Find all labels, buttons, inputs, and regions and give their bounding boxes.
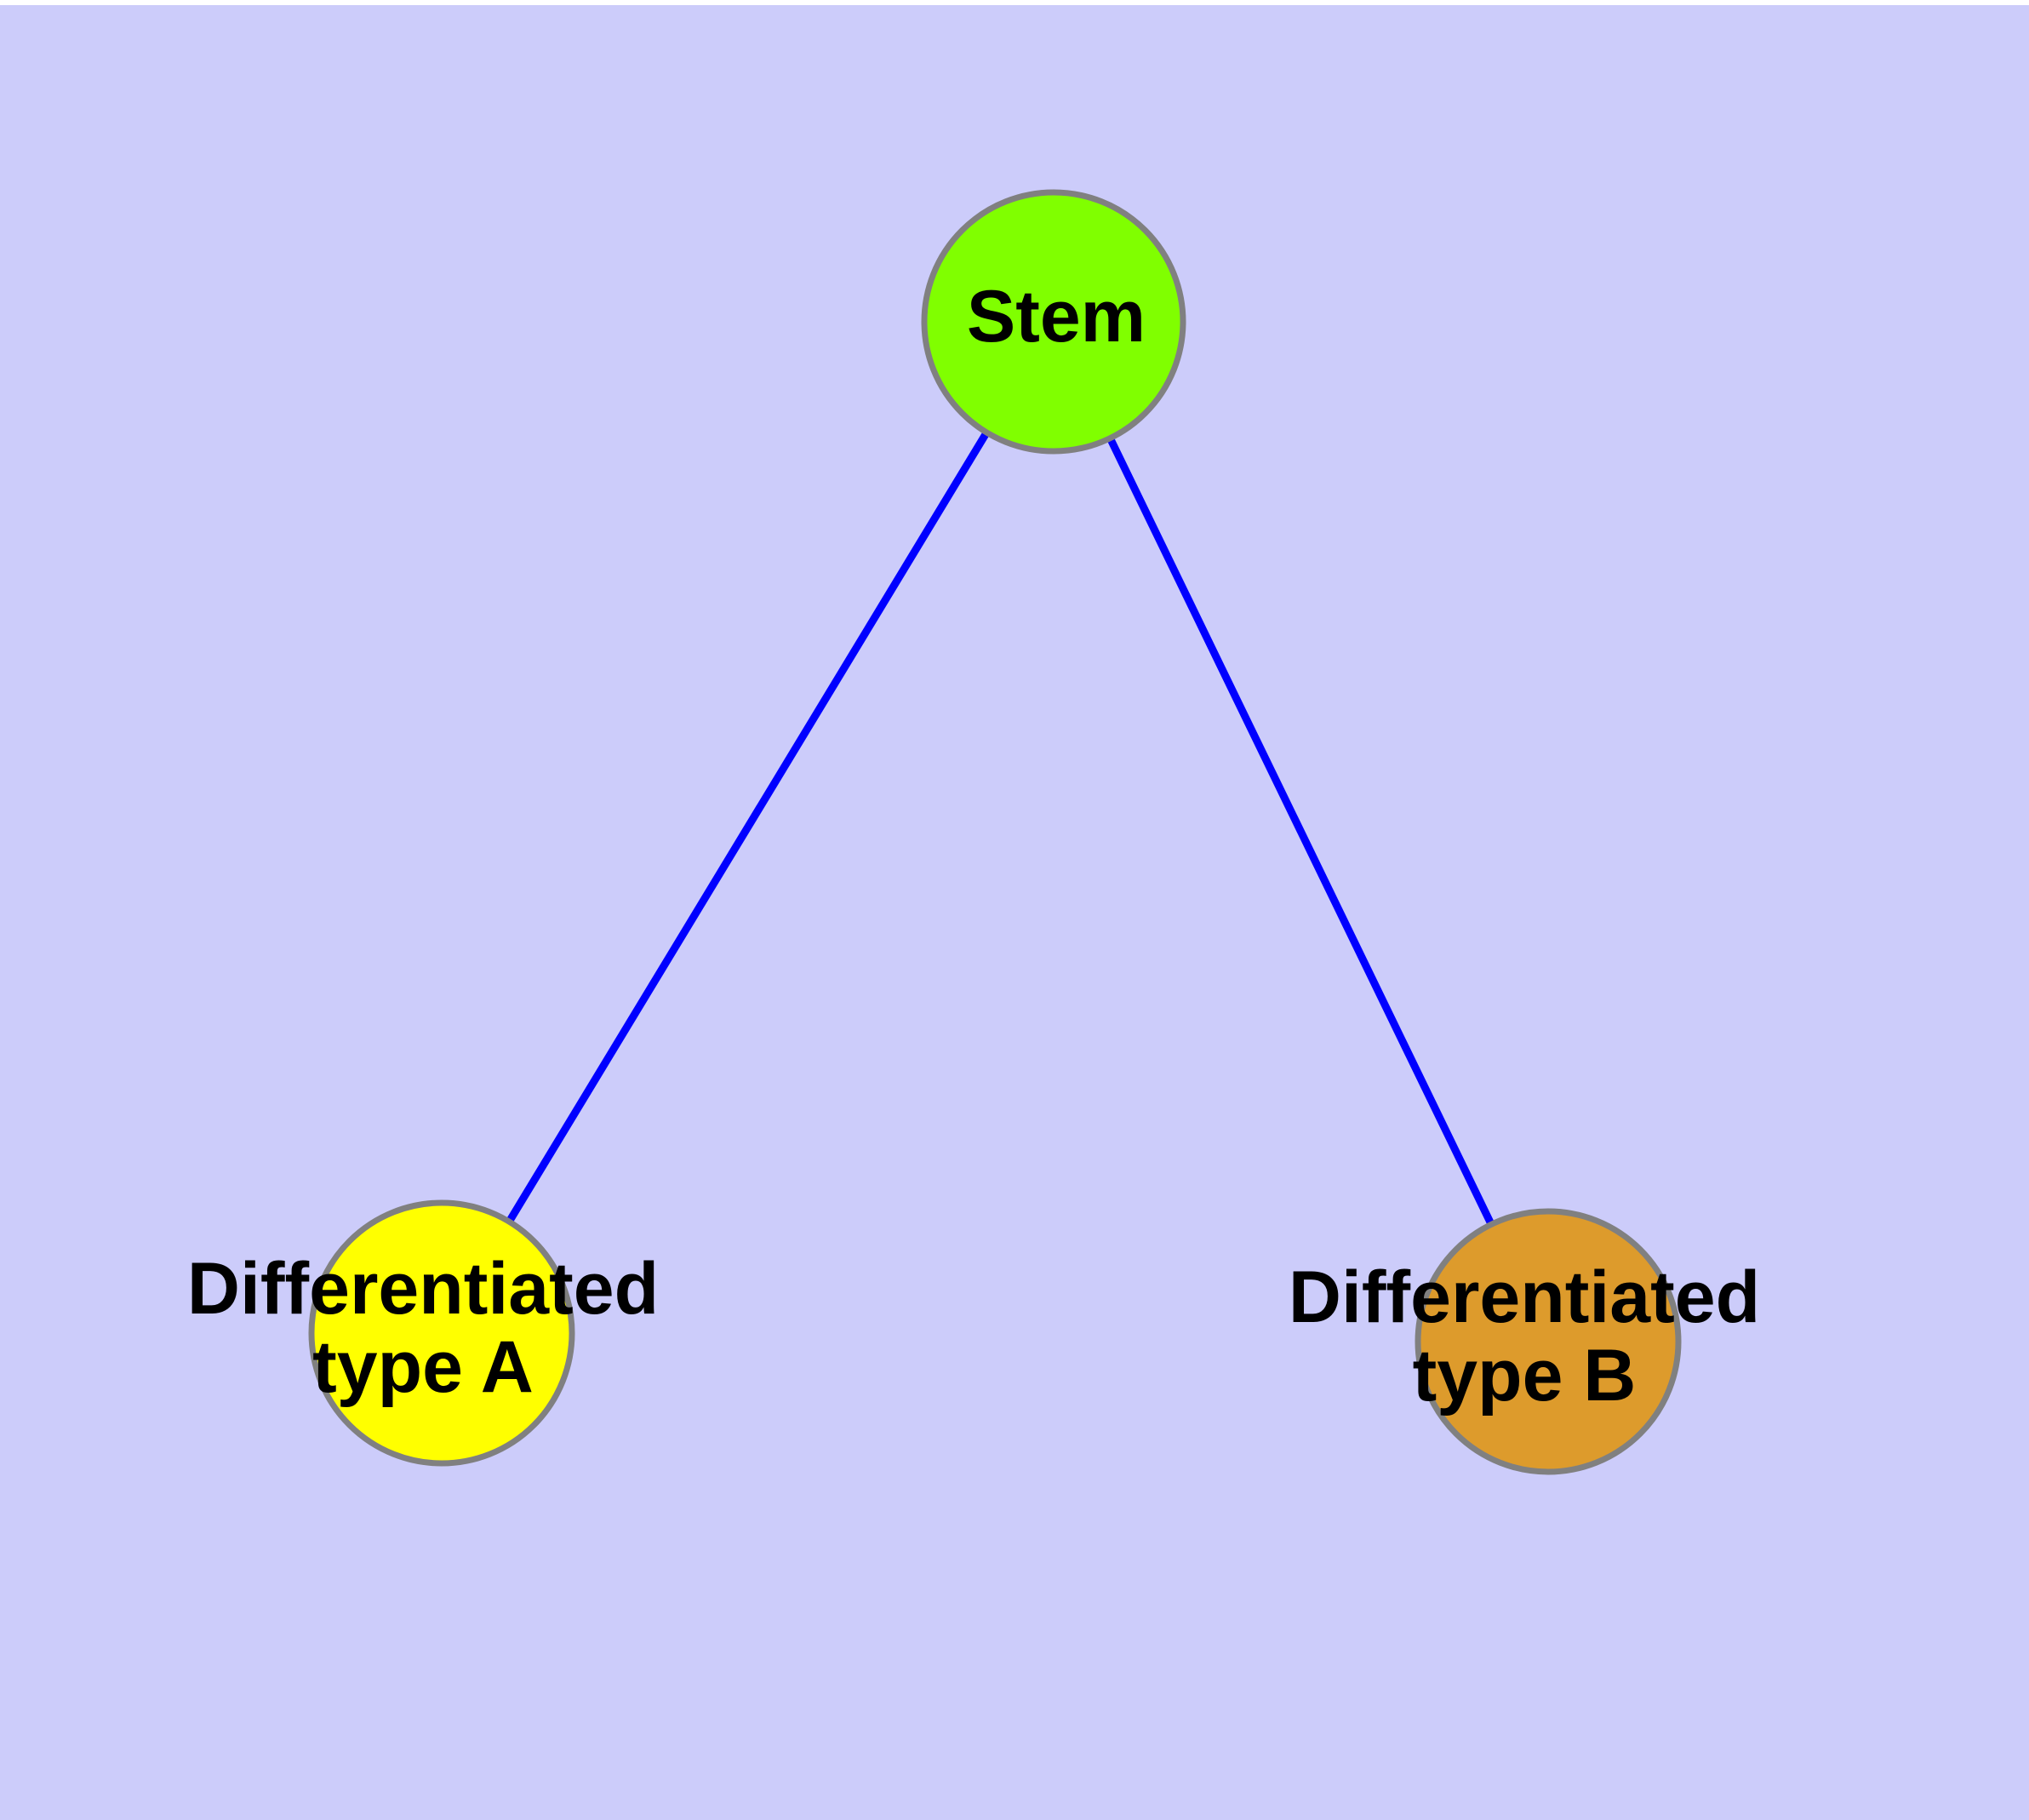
- node-label-line: type B: [1413, 1335, 1637, 1417]
- nodes-layer: [308, 189, 1682, 1475]
- node-stem[interactable]: [921, 189, 1186, 455]
- edge-stem-to-diff_b: [1105, 434, 1496, 1228]
- node-label-line: type A: [312, 1326, 534, 1408]
- node-diff_a[interactable]: [308, 1199, 575, 1467]
- edges-layer: [504, 428, 1496, 1228]
- node-label-line: Stem: [967, 276, 1146, 358]
- node-label-line: Differentiated: [187, 1248, 659, 1330]
- node-label-stem: Stem: [967, 276, 1146, 358]
- node-label-line: Differentiated: [1289, 1256, 1760, 1338]
- edge-stem-to-diff_a: [504, 428, 992, 1227]
- node-diff_b[interactable]: [1415, 1208, 1682, 1475]
